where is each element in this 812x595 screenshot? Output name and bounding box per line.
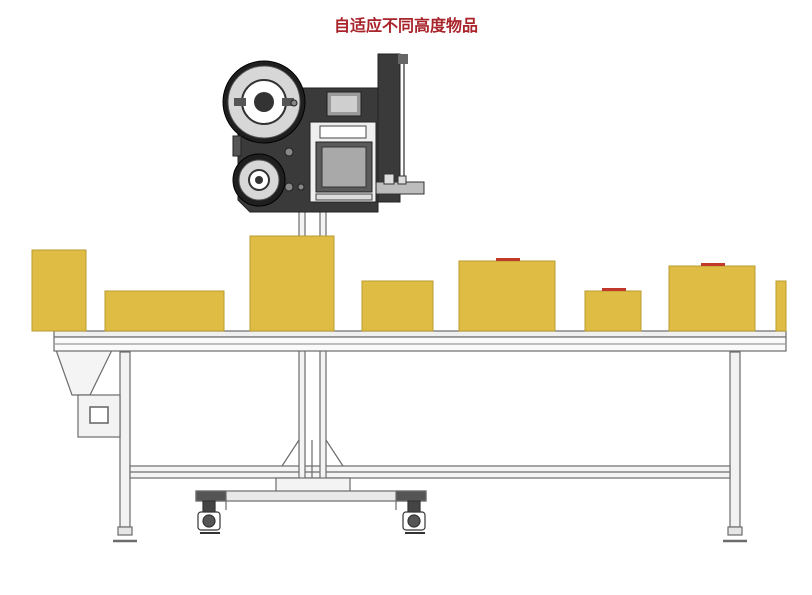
left-bracket [55, 349, 113, 396]
display-screen [326, 91, 362, 117]
caster-right [402, 500, 426, 534]
conveyor-belt [53, 330, 787, 352]
slide-rail [377, 53, 401, 203]
label-mark-box-6 [602, 288, 626, 291]
conveyor-frame [55, 349, 747, 543]
product-boxes [31, 235, 787, 332]
page-title: 自适应不同高度物品 [333, 16, 478, 35]
rewind-reel [232, 153, 286, 207]
foot-right [727, 526, 743, 536]
control-box [77, 394, 121, 438]
guide-rollers [284, 99, 305, 192]
stand-gusset [281, 439, 344, 467]
side-knob [232, 135, 242, 157]
box-4 [361, 280, 434, 332]
label-mark-box-5 [496, 258, 520, 261]
applied-labels [496, 258, 725, 291]
box-6 [584, 290, 642, 332]
box-8 [775, 280, 787, 332]
leg-right [729, 351, 741, 528]
base-beam [195, 490, 427, 502]
leg-left [119, 351, 131, 528]
stand-base-block [275, 477, 351, 493]
box-1 [31, 249, 87, 332]
box-3 [249, 235, 335, 332]
print-module [309, 121, 377, 203]
belt-top-rail [53, 330, 787, 338]
caster-left [197, 500, 221, 534]
box-2 [104, 290, 225, 332]
label-mark-box-7 [701, 263, 725, 266]
foot-left [117, 526, 133, 536]
supply-reel [222, 60, 306, 144]
box-5 [458, 260, 556, 332]
labeling-head [222, 53, 425, 213]
box-7 [668, 265, 756, 332]
